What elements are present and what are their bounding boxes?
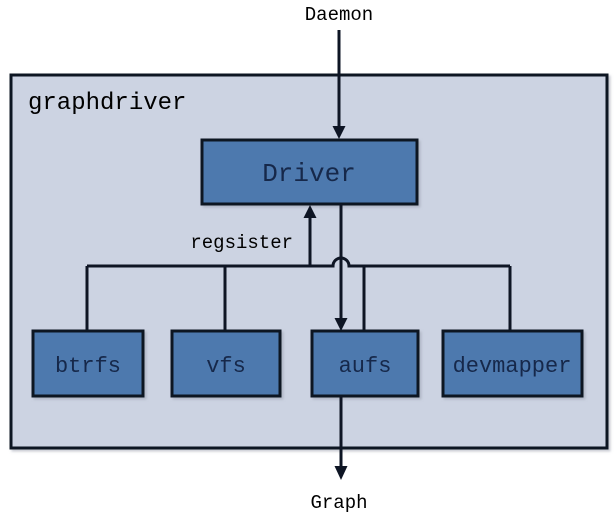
bus-line bbox=[87, 256, 510, 268]
daemon-to-driver-arrowhead bbox=[332, 126, 346, 139]
aufs-to-graph-arrow bbox=[334, 396, 348, 480]
leaf-box-btrfs: btrfs bbox=[31, 329, 145, 398]
aufs-box-label: aufs bbox=[339, 354, 392, 379]
register-up-arrowhead bbox=[303, 205, 317, 218]
vfs-box bbox=[170, 329, 282, 398]
daemon-to-driver-arrow bbox=[332, 30, 346, 139]
leaf-box-vfs: vfs bbox=[170, 329, 282, 398]
vfs-box-label: vfs bbox=[206, 354, 246, 379]
leaf-box-devmapper: devmapper bbox=[441, 329, 584, 398]
driver-to-aufs-arrowhead bbox=[334, 318, 348, 331]
register-up-arrow bbox=[303, 205, 317, 266]
register-edge-label: regsister bbox=[190, 232, 293, 254]
graph-label: Graph bbox=[310, 492, 367, 514]
driver-box bbox=[200, 138, 419, 206]
devmapper-box-label: devmapper bbox=[453, 354, 572, 379]
btrfs-box bbox=[31, 329, 145, 398]
daemon-label: Daemon bbox=[305, 4, 373, 26]
driver-box-label: Driver bbox=[262, 159, 356, 189]
graphdriver-container-label: graphdriver bbox=[28, 90, 186, 117]
leaf-box-aufs: aufs bbox=[310, 329, 420, 398]
driver-to-aufs-arrow bbox=[334, 204, 348, 331]
btrfs-box-label: btrfs bbox=[55, 354, 121, 379]
devmapper-box bbox=[441, 329, 584, 398]
aufs-to-graph-arrowhead bbox=[334, 466, 348, 480]
aufs-box bbox=[310, 329, 420, 398]
